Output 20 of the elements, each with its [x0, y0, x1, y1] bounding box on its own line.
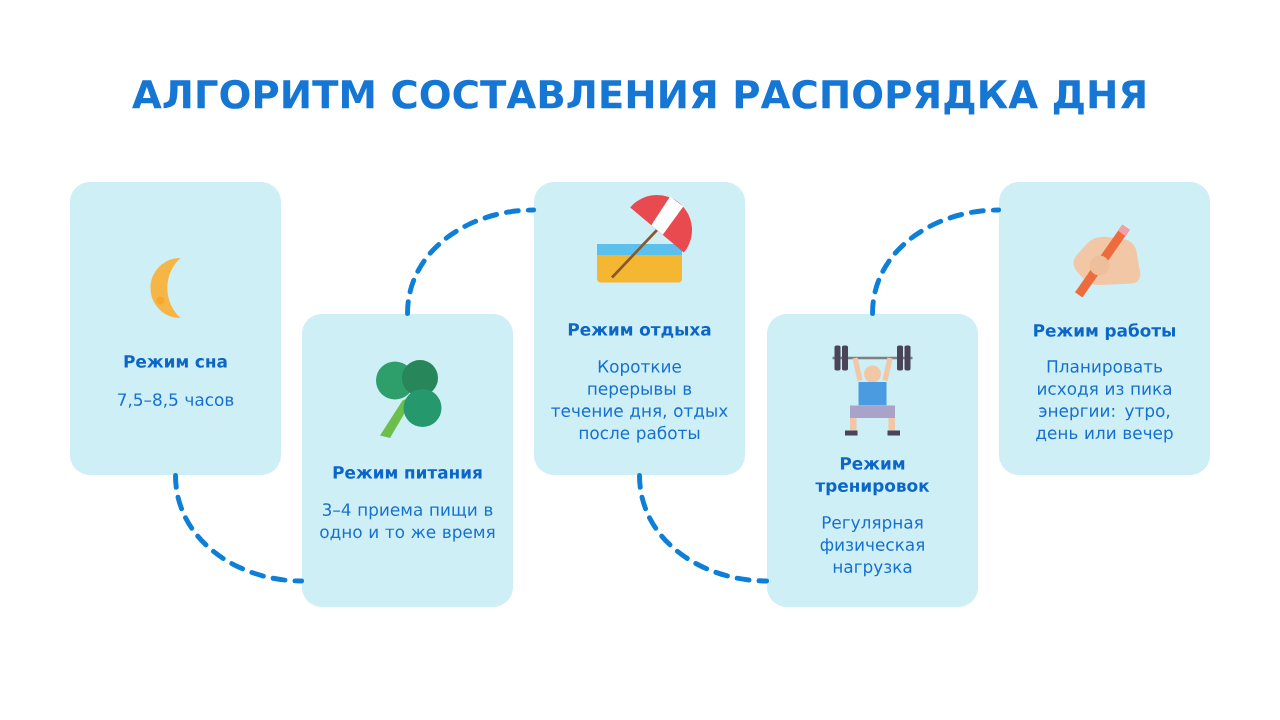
card-text: 7,5–8,5 часов: [118, 393, 234, 408]
card-text: 3–4 приема пищи в одно и то же время: [320, 503, 495, 542]
card: [534, 182, 745, 475]
card: [302, 314, 513, 607]
card-text: Регулярная физическая нагрузка: [820, 516, 924, 577]
dashed-connector: [405, 207, 537, 317]
card-heading: Режим работы: [1034, 323, 1175, 341]
card-heading: Режим питания: [333, 466, 482, 479]
card: [70, 182, 281, 475]
card-heading: Режим отдыха: [568, 323, 711, 338]
card: [999, 182, 1210, 475]
dashed-connector: [870, 207, 1002, 317]
title: АЛГОРИТМ СОСТАВЛЕНИЯ РАСПОРЯДКА ДНЯ: [132, 79, 1145, 115]
dashed-connector: [173, 472, 305, 584]
card: [767, 314, 978, 607]
dashed-connector: [637, 472, 770, 584]
card-heading: Режим тренировок: [815, 457, 930, 496]
card-text: Планировать исходя из пика энергии: утро, день или вечер: [1036, 360, 1173, 443]
card-text: Короткие перерывы в течение дня, отдых после работы: [551, 360, 728, 443]
card-heading: Режим сна: [124, 355, 227, 368]
